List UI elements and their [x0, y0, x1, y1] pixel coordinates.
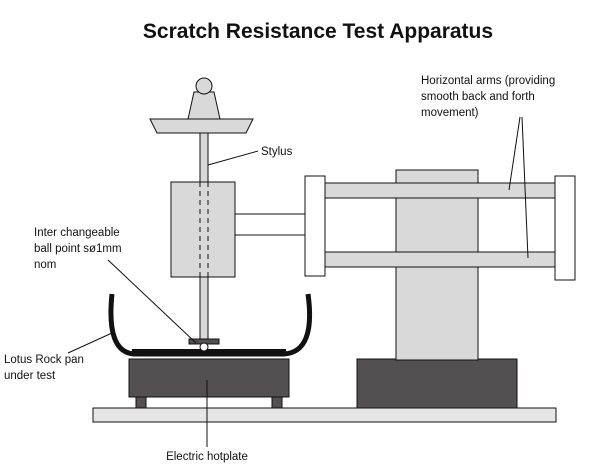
- ball-point-label-line: ball point sø1mm: [34, 243, 122, 255]
- lotus-pan-label: Lotus Rock pan under test: [4, 354, 87, 382]
- weight-tray: [149, 118, 254, 134]
- horizontal-arms-label-line: smooth back and forth: [421, 91, 535, 103]
- horizontal-arm-lower: [324, 251, 556, 268]
- lotus-pan-leader: [67, 332, 113, 354]
- support-base-block: [356, 358, 518, 409]
- horizontal-arm-upper: [324, 182, 556, 199]
- diagram-title: Scratch Resistance Test Apparatus: [143, 20, 493, 43]
- arms-leader-right: [521, 116, 529, 259]
- connecting-rod: [234, 213, 306, 236]
- hotplate-label: Electric hotplate: [166, 451, 248, 463]
- electric-hotplate: [128, 358, 290, 398]
- weight-knob: [195, 77, 213, 95]
- arms-leader-left: [508, 116, 521, 191]
- ball-point-leader: [107, 259, 197, 344]
- hotplate-foot-left: [135, 395, 147, 409]
- ball-point-label-line: Inter changeable: [34, 227, 120, 239]
- ball-point-label: Inter changeable ball point sø1mm nom: [34, 227, 125, 271]
- stylus-leader: [207, 150, 259, 166]
- end-plate-right: [554, 175, 576, 281]
- end-plate-left: [304, 175, 326, 277]
- pan-bottom: [132, 349, 286, 355]
- hotplate-foot-right: [271, 395, 283, 409]
- ball-point-label-line: nom: [34, 259, 56, 271]
- weight-block: [187, 91, 221, 120]
- horizontal-arms-label-line: movement): [421, 107, 479, 119]
- stylus-holder-block: [170, 181, 236, 278]
- lotus-rock-pan: [108, 293, 313, 357]
- horizontal-arms-label: Horizontal arms (providing smooth back a…: [421, 75, 558, 119]
- horizontal-arms-label-line: Horizontal arms (providing: [421, 75, 555, 87]
- lotus-pan-label-line: Lotus Rock pan: [4, 354, 84, 366]
- lotus-pan-label-line: under test: [4, 370, 56, 382]
- stylus-label: Stylus: [261, 146, 293, 158]
- base-board: [92, 407, 557, 423]
- ball-point: [199, 342, 209, 352]
